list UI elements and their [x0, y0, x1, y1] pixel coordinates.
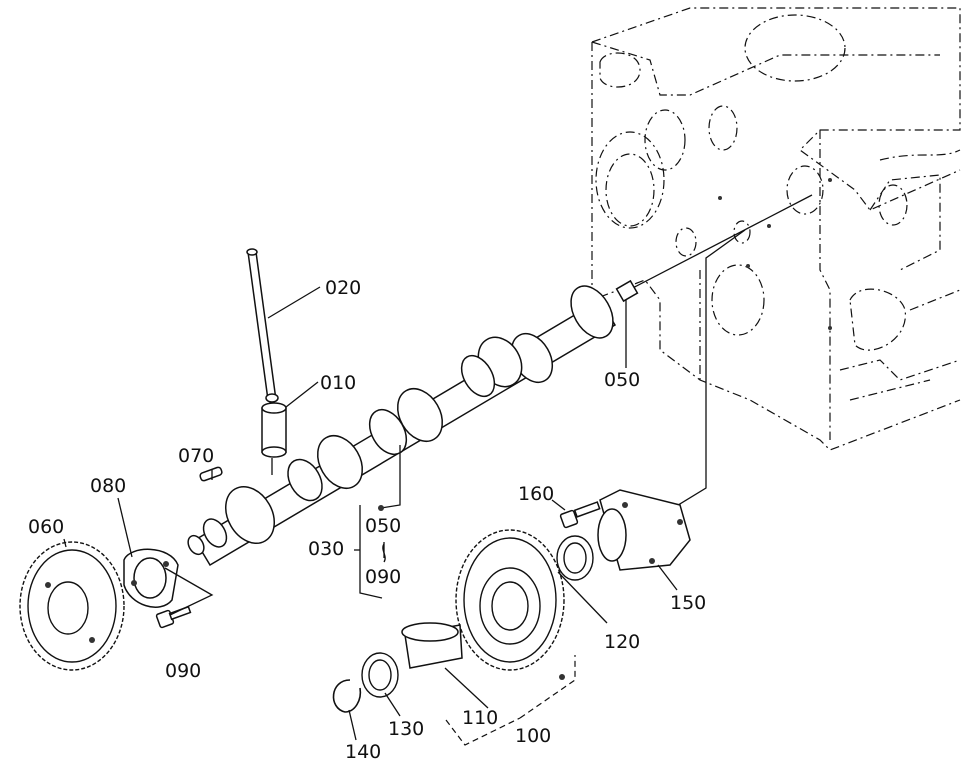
bolt-160 [559, 501, 601, 529]
label-160: 160 [518, 483, 554, 505]
plate-080 [123, 548, 179, 608]
bolt-090 [155, 605, 192, 629]
label-050-top: 050 [604, 369, 640, 391]
collar-130 [361, 652, 399, 698]
label-090-bolt: 090 [165, 660, 201, 682]
push-rod [246, 248, 277, 401]
label-090-group: 090 [365, 566, 401, 588]
label-080: 080 [90, 475, 126, 497]
label-150: 150 [670, 592, 706, 614]
tappet [261, 393, 287, 458]
label-020: 020 [325, 277, 361, 299]
label-110: 110 [462, 707, 498, 729]
housing-150 [597, 489, 691, 571]
camshaft [187, 285, 617, 567]
label-100: 100 [515, 725, 551, 747]
leader-lines [63, 286, 678, 746]
label-130: 130 [388, 718, 424, 740]
label-070: 070 [178, 445, 214, 467]
plug-050 [615, 279, 639, 303]
label-050-group: 050 [365, 515, 401, 537]
gear-060 [19, 541, 125, 671]
camshaft-axis-line [624, 194, 813, 293]
label-140: 140 [345, 741, 381, 763]
bushing-110 [401, 622, 463, 669]
label-120: 120 [604, 631, 640, 653]
leader-150-axis [669, 229, 746, 511]
label-060: 060 [28, 516, 64, 538]
key-070 [199, 466, 223, 482]
engine-block [591, 7, 961, 451]
washer-120 [556, 535, 594, 581]
label-010: 010 [320, 372, 356, 394]
snap-ring-140 [332, 679, 362, 713]
leader-080-090 [164, 567, 214, 616]
label-030: 030 [308, 538, 344, 560]
gear-100 [455, 529, 565, 671]
range-tilde [382, 543, 386, 563]
